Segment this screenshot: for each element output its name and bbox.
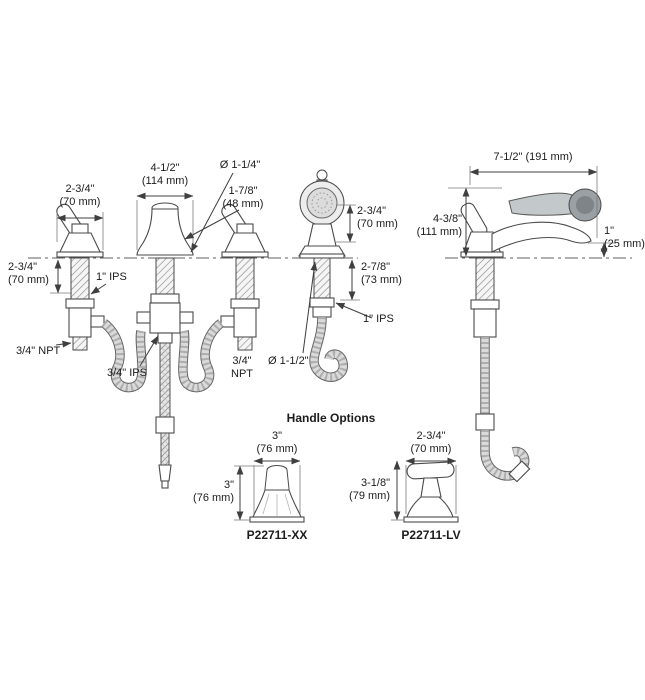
handshower-assembly — [298, 169, 348, 382]
left-valve-body — [68, 307, 92, 338]
side-view — [445, 188, 632, 483]
valve-thread-left-label: 1" IPS — [96, 271, 127, 283]
spout-assembly — [136, 202, 194, 489]
tee-valve-body — [149, 302, 181, 334]
handle-options-title: Handle Options — [286, 411, 376, 425]
supply-hose-left — [100, 319, 147, 393]
inlet-right-label: 3/4" NPT — [231, 355, 253, 381]
left-handle-assembly — [56, 203, 105, 351]
handshower-grip — [307, 223, 337, 247]
hose-thread-label: 3/4" IPS — [107, 367, 147, 379]
dim-spout-hole-label: Ø 1-1/4" — [219, 159, 261, 171]
dim-handle-width-label: 2-3/4" (70 mm) — [59, 183, 101, 209]
option-lv-height-label: 3-1/8" (79 mm) — [349, 477, 390, 503]
side-hose-end-connector — [508, 460, 531, 483]
side-valve-shank — [475, 257, 495, 301]
left-valve-inlet — [72, 336, 88, 351]
handle-xx-drawing — [249, 464, 305, 523]
side-handshower-resting — [508, 188, 602, 222]
center-hose-upper — [159, 342, 171, 418]
side-hose-hex-coupling — [475, 413, 495, 431]
dim-handshower-depth-label: 2-7/8" (73 mm) — [361, 261, 402, 287]
dim-height-above-deck-label: 4-3/8" (111 mm) — [416, 213, 462, 239]
dim-spout-spread-label: 4-1/2" (114 mm) — [141, 162, 189, 188]
dimension-lines — [50, 166, 616, 367]
handshower-thread-label: 1" IPS — [363, 313, 394, 325]
left-valve-shank — [70, 257, 90, 301]
inlet-left-label: 3/4" NPT — [16, 345, 61, 357]
dim-spout-clearance-label: 1" (25 mm) — [604, 225, 645, 251]
handle-options-drawings — [234, 457, 459, 523]
spout-shank — [155, 257, 175, 295]
option-xx-model-label: P22711-XX — [246, 528, 308, 542]
option-xx-height-label: 3" (76 mm) — [193, 479, 234, 505]
side-valve-body — [473, 308, 497, 338]
front-view — [28, 169, 358, 489]
hose-hex-coupling — [155, 416, 175, 434]
right-handle-base — [223, 232, 267, 255]
right-valve-inlet — [237, 336, 253, 351]
option-xx-width-label: 3" (76 mm) — [256, 430, 298, 456]
handshower-shank — [313, 257, 331, 299]
dim-spout-base-label: 1-7/8" (48 mm) — [222, 185, 264, 211]
side-spout — [491, 221, 592, 253]
handshower-hose-coil — [309, 316, 348, 382]
left-handle-base — [58, 232, 102, 255]
handle-lv-drawing — [403, 461, 459, 523]
dim-handshower-height-label: 2-3/4" (70 mm) — [357, 205, 398, 231]
side-hose — [475, 337, 531, 483]
handshower-hang-ring — [316, 169, 328, 181]
option-lv-model-label: P22711-LV — [401, 528, 461, 542]
hose-end-fitting — [158, 464, 172, 482]
right-valve-shank — [235, 257, 255, 301]
dim-overall-reach-label: 7-1/2" (191 mm) — [493, 151, 573, 163]
dim-valve-depth-label: 2-3/4" (70 mm) — [8, 261, 49, 287]
right-valve-body — [233, 307, 257, 338]
option-lv-width-label: 2-3/4" (70 mm) — [410, 430, 452, 456]
spout-bell — [136, 208, 194, 256]
right-handle-assembly — [220, 203, 269, 351]
center-hose-lower — [160, 432, 170, 466]
supply-hose-right — [178, 319, 225, 393]
dim-handshower-hole-label: Ø 1-1/2" — [268, 355, 309, 367]
